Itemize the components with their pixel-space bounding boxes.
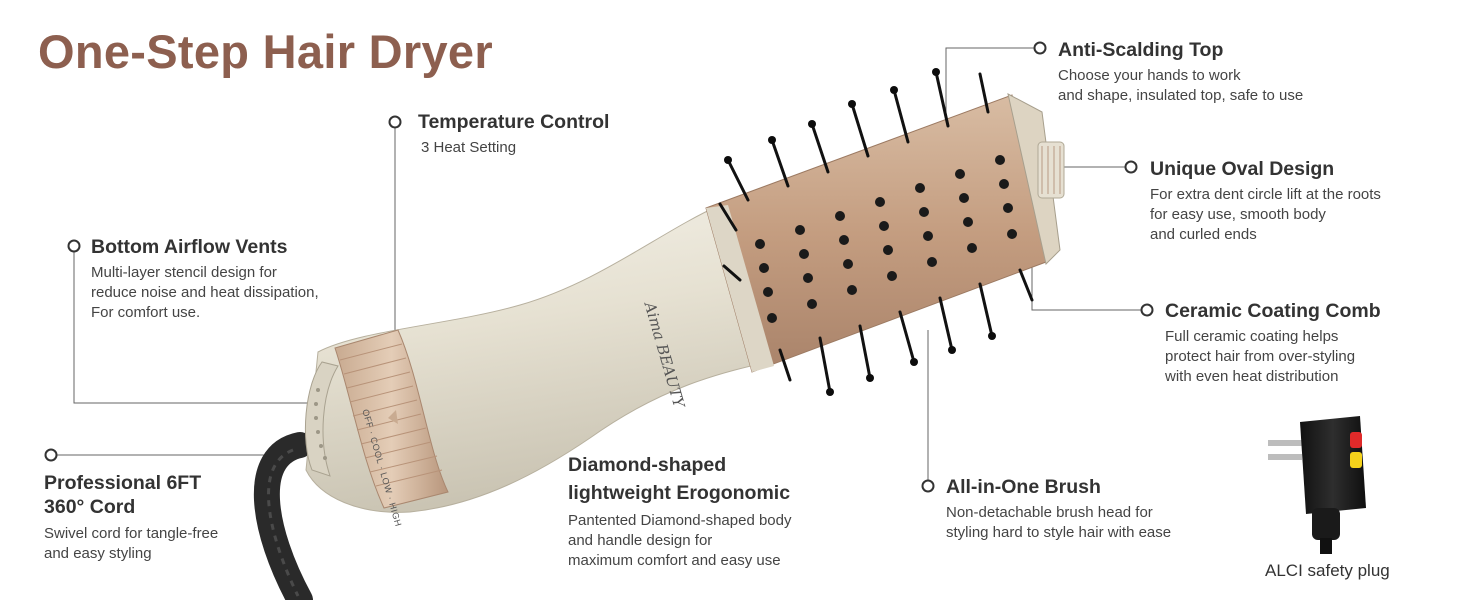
callout-all-in-one-brush: All-in-One Brush Non-detachable brush he… bbox=[946, 475, 1171, 543]
airflow-title: Bottom Airflow Vents bbox=[91, 236, 288, 258]
callout-airflow-vents: Bottom Airflow Vents Multi-layer stencil… bbox=[91, 235, 319, 323]
reset-button bbox=[1350, 452, 1362, 468]
callout-temperature-control: Temperature Control 3 Heat Setting bbox=[418, 110, 609, 158]
callout-anti-scalding-top: Anti-Scalding Top Choose your hands to w… bbox=[1058, 38, 1303, 106]
power-cord bbox=[253, 432, 313, 600]
plug-label: ALCI safety plug bbox=[1265, 561, 1390, 580]
test-button bbox=[1350, 432, 1362, 448]
brush-title: All-in-One Brush bbox=[946, 476, 1101, 498]
temperature-title: Temperature Control bbox=[418, 111, 610, 133]
ceramic-title: Ceramic Coating Comb bbox=[1165, 300, 1381, 322]
dryer-body bbox=[304, 204, 779, 513]
temperature-desc: 3 Heat Setting bbox=[421, 139, 517, 157]
airflow-vents bbox=[314, 388, 327, 460]
connector-lines bbox=[51, 47, 1142, 485]
callout-ceramic-comb: Ceramic Coating Comb Full ceramic coatin… bbox=[1165, 299, 1381, 387]
page-title: One-Step Hair Dryer bbox=[38, 25, 493, 78]
anti-scalding-title: Anti-Scalding Top bbox=[1058, 39, 1224, 61]
bristles bbox=[718, 70, 1034, 394]
brush-barrel bbox=[705, 68, 1065, 396]
oval-title: Unique Oval Design bbox=[1150, 158, 1335, 180]
bristle-holes bbox=[755, 155, 1017, 323]
anti-scalding-cap bbox=[1037, 141, 1065, 199]
alci-safety-plug bbox=[1268, 416, 1366, 554]
callout-oval-design: Unique Oval Design For extra dent circle… bbox=[1150, 157, 1381, 245]
